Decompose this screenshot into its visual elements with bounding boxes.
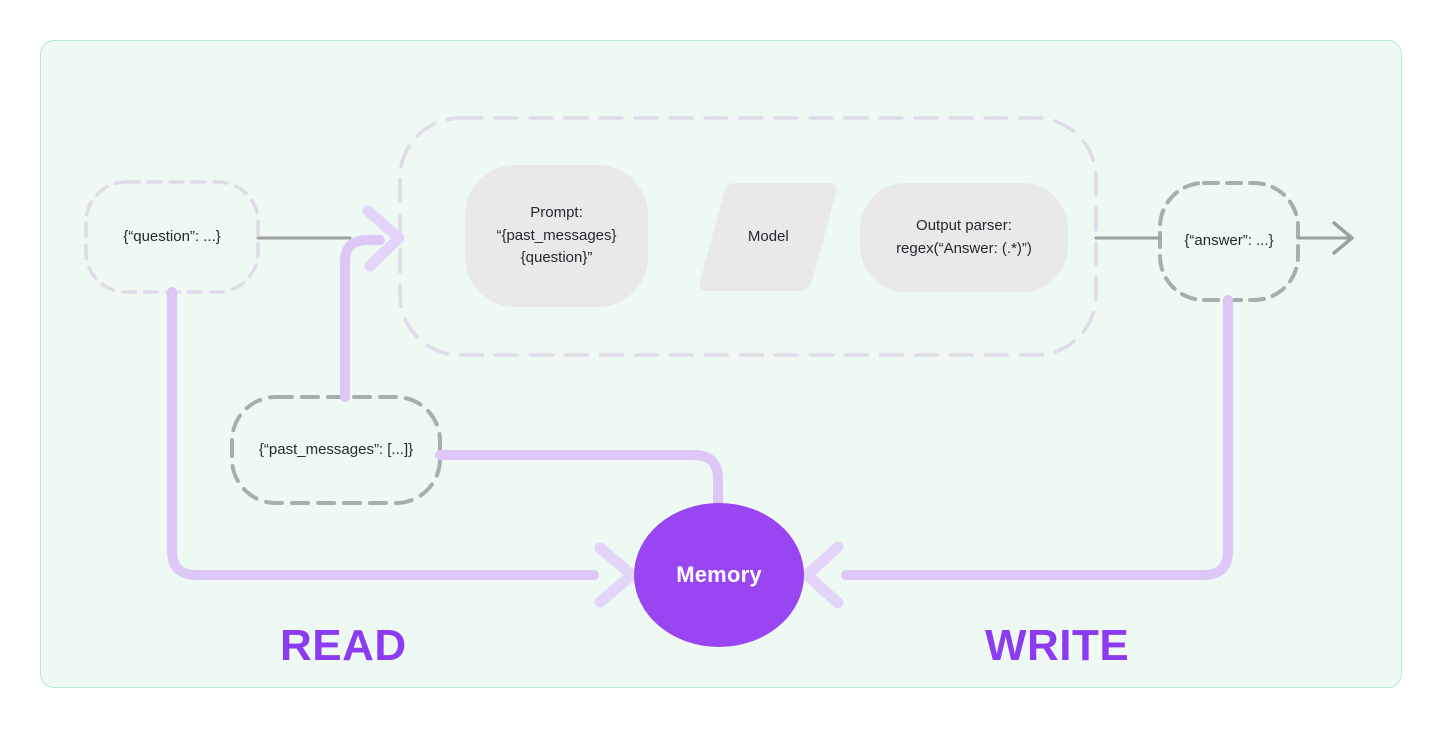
- memory-node: [634, 503, 804, 647]
- prompt-node-line: “{past_messages}: [496, 226, 617, 244]
- arrow-left-icon: [801, 541, 844, 609]
- answer-node-label: {“answer”: ...}: [1184, 232, 1274, 250]
- past-messages-to-memory-connector: [435, 450, 723, 509]
- output-parser-line: Output parser:: [916, 216, 1012, 234]
- read-label: READ: [280, 621, 407, 670]
- model-node-label: Model: [747, 227, 789, 245]
- prompt-node-line: Prompt:: [530, 203, 583, 221]
- output-parser-node: Output parser: regex(“Answer: (.*)”): [860, 183, 1068, 292]
- past-messages-to-chain-connector: [340, 235, 385, 402]
- answer-to-memory-write-connector: [841, 295, 1233, 580]
- question-to-memory-read-connector: [167, 287, 599, 580]
- question-node-label: {“question”: ...}: [123, 227, 221, 245]
- arrow-right-icon: [1332, 221, 1354, 255]
- write-label: WRITE: [985, 621, 1130, 670]
- output-parser-line: regex(“Answer: (.*)”): [896, 239, 1032, 257]
- memory-node-label: Memory: [676, 562, 762, 587]
- arrow-right-icon: [594, 542, 638, 608]
- prompt-node: Prompt: “{past_messages} {question}”: [465, 165, 648, 307]
- past-messages-node-label: {“past_messages”: [...]}: [258, 440, 414, 458]
- prompt-node-line: {question}”: [520, 249, 593, 267]
- arrow-right-icon: [362, 205, 405, 272]
